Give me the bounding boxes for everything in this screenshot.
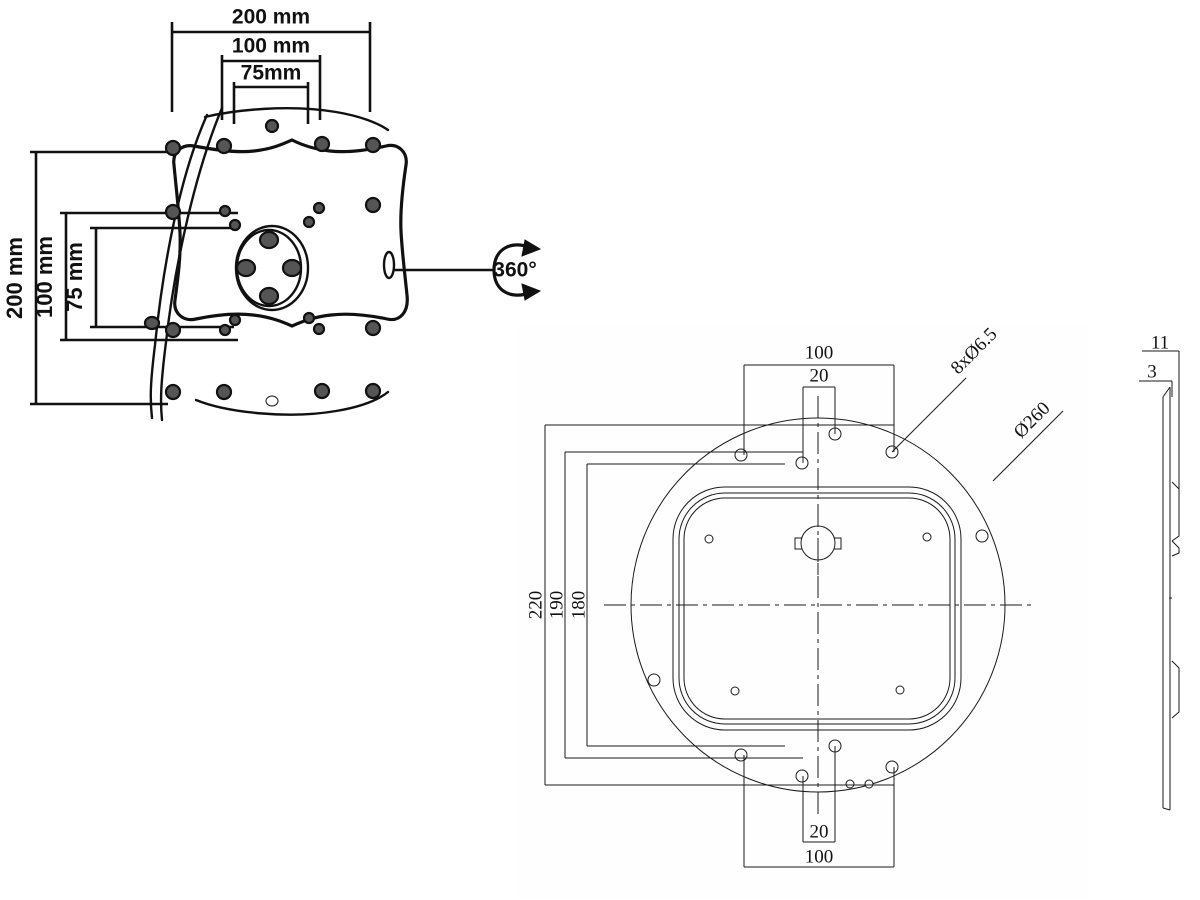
dim-100-bot-label: 100 [805, 846, 834, 867]
dim-11-label: 11 [1151, 332, 1169, 353]
hub-bolt-bottom [258, 286, 280, 306]
mount-column [149, 106, 390, 422]
plate-hole [215, 137, 233, 155]
dim-v100mm-label: 100 mm [32, 236, 57, 318]
plate-hole-d65 [885, 760, 899, 774]
plate-hole [164, 139, 182, 157]
vesa-hole-75 [228, 313, 242, 327]
inner-boss-rect [672, 486, 962, 731]
plate-hole-d65 [734, 748, 748, 762]
dim-v75mm-label: 75 mm [62, 242, 87, 312]
rotation-arrow-icon [492, 239, 542, 301]
plate-hole [164, 203, 182, 221]
left-dimension-group: 200 mm 100 mm 75 mm [2, 150, 238, 406]
vesa-hole [218, 204, 232, 218]
boss-small-holes [704, 532, 932, 789]
vesa-hole [312, 201, 326, 215]
boss-inner-edge [683, 497, 951, 720]
plate-hole [313, 135, 331, 153]
hub-bolt-right [281, 258, 303, 278]
rotation-arrowhead-top [521, 239, 542, 257]
plate-hole-d65 [795, 769, 809, 783]
plate-hole [164, 321, 182, 339]
rotation-callout: 360° [392, 239, 542, 301]
boss-small-hole [730, 686, 740, 696]
boss-mid-edge [678, 492, 956, 725]
plate-hole [364, 136, 382, 154]
plate-hole [364, 196, 382, 214]
center-keyhole [794, 513, 842, 575]
plate-hole [215, 383, 233, 401]
boss-small-hole [845, 779, 855, 789]
dim-100mm-label: 100 mm [232, 35, 310, 58]
vesa-hole-75 [302, 311, 316, 325]
plate-hole [364, 319, 382, 337]
view-front-perspective: 200 mm 100 mm 75mm 200 mm 100 mm [2, 6, 542, 422]
bottom-center-hole [265, 395, 279, 407]
hub-bolt-left [235, 258, 257, 278]
plan-bottom-dimension-group: 20 100 [743, 746, 895, 868]
dim-3-label: 3 [1147, 361, 1157, 382]
hub-bolt-top [258, 230, 280, 250]
side-boss-upper [1171, 481, 1180, 542]
rotation-arrowhead-bottom [521, 283, 542, 301]
side-top-cap [1162, 386, 1171, 398]
dim-75mm-label: 75mm [241, 62, 302, 85]
dim-190-label: 190 [546, 591, 567, 620]
vesa-plate-outline [172, 138, 409, 328]
dim-180-label: 180 [568, 591, 589, 620]
side-boss-upper-step [1171, 540, 1180, 557]
vesa-hole [312, 322, 326, 336]
plate-hole-d65 [795, 456, 809, 470]
boss-small-hole [895, 685, 905, 695]
view-plan: 220 190 180 100 20 [518, 324, 1088, 898]
plate-hole [364, 382, 382, 400]
vesa-hole-75 [302, 215, 316, 229]
leader-8xd65 [891, 377, 967, 453]
top-center-hole [264, 118, 280, 134]
dim-200mm-label: 200 mm [232, 6, 310, 29]
plate-hole-d65 [975, 529, 989, 543]
plate-hole-d65 [734, 448, 748, 462]
plate-mounting-holes [164, 135, 382, 401]
plate-hole [164, 383, 182, 401]
leader-d260 [992, 410, 1064, 482]
side-boss-lower [1171, 660, 1180, 719]
dim-220-label: 220 [525, 591, 546, 620]
keyhole-tab-left [794, 537, 802, 550]
center-hub [234, 224, 310, 312]
dim-v200mm-label: 200 mm [2, 237, 27, 319]
boss-outer-edge [672, 486, 962, 731]
vesa-hole-75 [228, 218, 242, 232]
plate-hole-d65 [647, 673, 661, 687]
dim-20-bot-label: 20 [810, 821, 829, 842]
rotation-label: 360° [493, 259, 536, 282]
vesa-hole [218, 323, 232, 337]
side-bottom-cap [1162, 807, 1171, 811]
top-dimension-group: 200 mm 100 mm 75mm [170, 6, 372, 124]
boss-small-hole [864, 779, 874, 789]
vesa-pattern-holes [143, 118, 396, 407]
hub-bolts [235, 230, 303, 306]
column-side-hole [143, 315, 161, 331]
column-edge-detail [382, 250, 396, 280]
boss-small-hole [704, 534, 714, 544]
plate-hole [313, 382, 331, 400]
boss-small-hole [922, 532, 932, 542]
keyhole-tab-right [834, 537, 842, 550]
dim-100-top-label: 100 [805, 342, 834, 363]
view-side-section: 11 3 [1139, 332, 1180, 811]
plan-top-dimension-group: 100 20 [743, 342, 895, 463]
plan-left-dimension-group: 220 190 180 [525, 424, 894, 786]
dim-20-top-label: 20 [810, 365, 829, 386]
